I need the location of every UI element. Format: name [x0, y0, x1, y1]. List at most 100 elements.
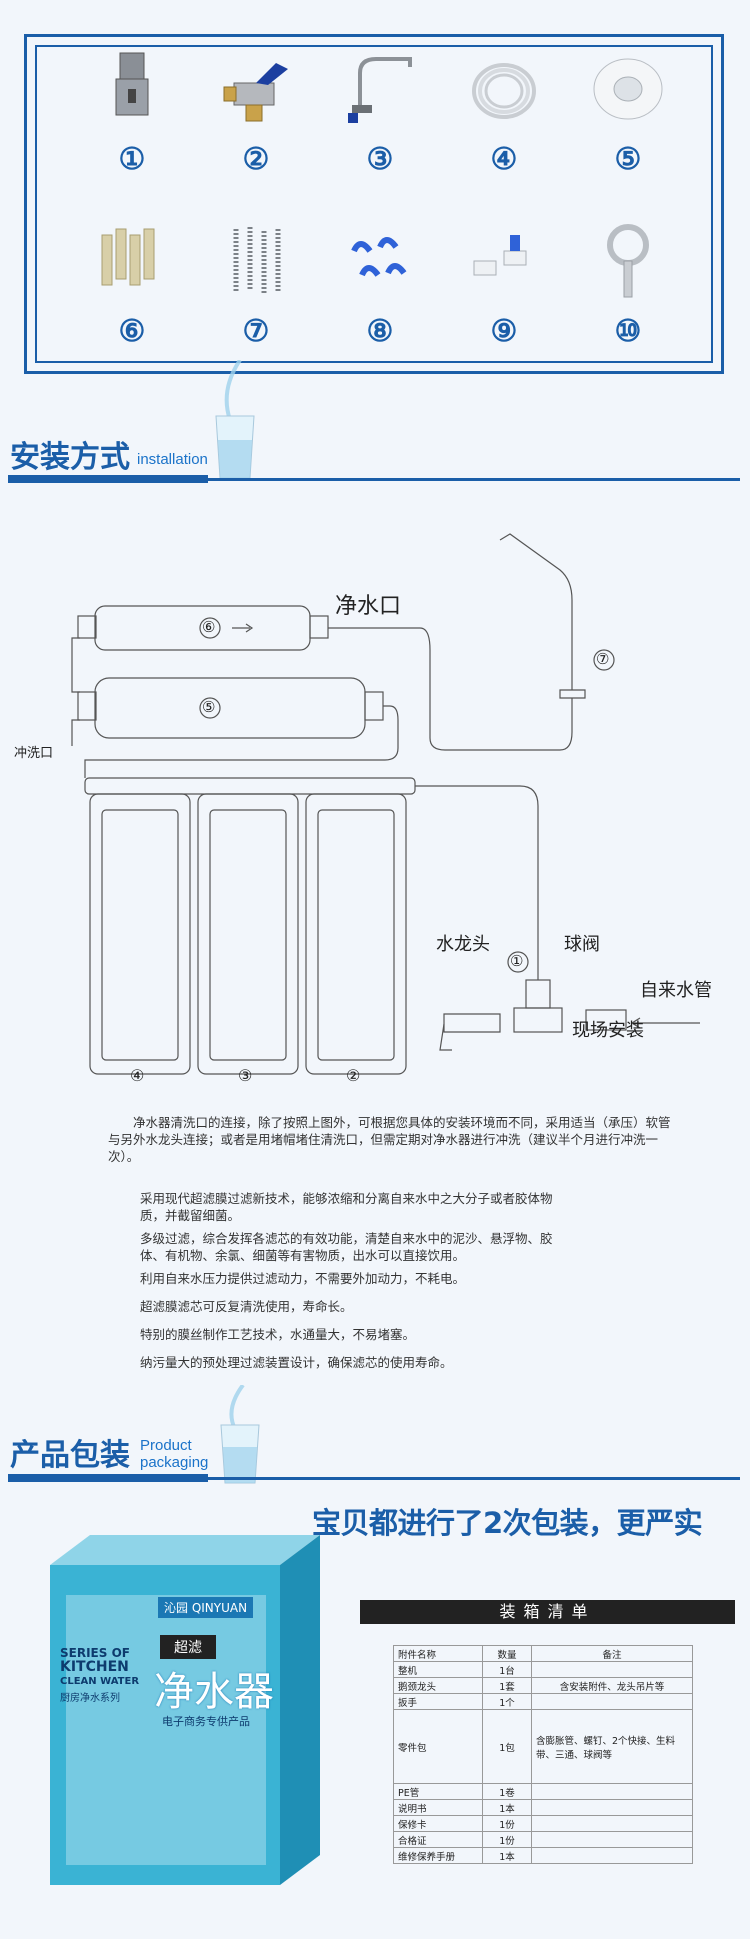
label-filter-3: ③: [238, 1066, 253, 1085]
faucet-base: [559, 689, 586, 699]
accessory-item: ⑤: [568, 40, 688, 190]
feature-item: 采用现代超滤膜过滤新技术，能够浓缩和分离自来水中之大分子或者胶体物质，并截留细菌…: [140, 1191, 553, 1223]
tee-connector: [513, 1007, 563, 1033]
water-faucet: [443, 1013, 501, 1033]
quick-connectors-icon: [473, 235, 527, 276]
cell-note: [531, 1831, 693, 1848]
section-divider: [8, 1477, 740, 1480]
accessory-number: ①: [118, 142, 146, 177]
packaging-subtitle-line1: Product: [140, 1437, 192, 1454]
label-valve-1: ①: [510, 952, 524, 970]
install-note: 净水器清洗口的连接，除了按照上图外，可根据您具体的安装环境而不同，采用适当（承压…: [108, 1115, 671, 1164]
tube-clips-icon: [351, 237, 407, 277]
cell-qty: 1份: [482, 1815, 532, 1832]
screws-icon: [233, 227, 281, 295]
cell-name: 维修保养手册: [393, 1847, 483, 1864]
label-filter-5: ⑤: [202, 698, 216, 716]
onsite-fitting: [585, 1009, 627, 1031]
pe-tube-coil-icon: [472, 63, 536, 119]
filter-cartridge-5: [94, 677, 366, 739]
accessory-number: ④: [490, 142, 518, 177]
cell-name: 整机: [393, 1661, 483, 1678]
label-faucet-7: ⑦: [596, 650, 610, 668]
accessory-item: ⑦: [196, 212, 316, 362]
label-flush-port: 冲洗口: [14, 746, 54, 761]
header-cell: 附件名称: [393, 1645, 483, 1662]
accessory-item: ⑨: [444, 212, 564, 362]
label-ball-valve: 球阀: [564, 934, 600, 955]
accessory-item: ②: [196, 40, 316, 190]
ball-valve-icon: [223, 63, 288, 122]
cell-note: [531, 1661, 693, 1678]
cell-note: [531, 1783, 693, 1800]
water-glass-icon: [220, 1385, 260, 1484]
cell-qty: 1本: [482, 1799, 532, 1816]
accessory-item: ⑧: [320, 212, 440, 362]
packing-list-title: 装箱清单: [360, 1600, 735, 1624]
accessory-item: ⑩: [568, 212, 688, 362]
gooseneck-faucet-icon: [348, 57, 412, 123]
accessories-panel: [24, 34, 724, 374]
cell-name: 合格证: [393, 1831, 483, 1848]
filter-housing-2: [305, 793, 407, 1075]
cell-qty: 1套: [482, 1677, 532, 1694]
label-filter-2: ②: [346, 1066, 361, 1085]
feature-item: 多级过滤，综合发挥各滤芯的有效功能，清楚自来水中的泥沙、悬浮物、胶体、有机物、余…: [140, 1231, 553, 1263]
feature-item: 特别的膜丝制作工艺技术，水通量大，不易堵塞。: [140, 1327, 416, 1342]
accessory-item: ⑥: [72, 212, 192, 362]
label-clean-outlet: 净水口: [335, 594, 402, 619]
product-box-image: 沁园 QINYUAN SERIES OF KITCHEN CLEAN WATER…: [50, 1535, 350, 1895]
box-series-en-1: SERIES OF: [60, 1646, 130, 1660]
cell-qty: 1台: [482, 1661, 532, 1678]
box-series-en-2: KITCHEN: [60, 1659, 129, 1675]
filter-housing-4: [89, 793, 191, 1075]
header-cell: 数量: [482, 1645, 532, 1662]
cell-name: 扳手: [393, 1693, 483, 1710]
label-faucet: 水龙头: [436, 934, 490, 955]
cell-note: 含膨胀管、螺钉、2个快接、生料带、三通、球阀等: [531, 1709, 693, 1784]
wall-plugs-icon: [101, 228, 155, 286]
packaging-section-title: 产品包装: [10, 1438, 130, 1473]
label-filter-4: ④: [130, 1066, 145, 1085]
ball-valve: [525, 979, 551, 1009]
cell-name: 说明书: [393, 1799, 483, 1816]
accessory-item: ①: [72, 40, 192, 190]
accessories-inner-frame: [35, 45, 713, 363]
cell-name: 保修卡: [393, 1815, 483, 1832]
filter-housing-3: [197, 793, 299, 1075]
cell-note: [531, 1815, 693, 1832]
installation-diagram: [71, 533, 700, 1075]
cell-name: PE管: [393, 1783, 483, 1800]
box-series-en-3: CLEAN WATER: [60, 1676, 140, 1687]
feature-item: 纳污量大的预处理过滤装置设计，确保滤芯的使用寿命。: [140, 1355, 453, 1370]
cell-name: 零件包: [393, 1709, 483, 1784]
accessory-number: ②: [242, 142, 270, 177]
water-glass-icon: [215, 360, 255, 479]
box-series-cn: 厨房净水系列: [60, 1693, 120, 1704]
label-onsite: 现场安装: [572, 1020, 644, 1041]
feature-item: 超滤膜滤芯可反复清洗使用，寿命长。: [140, 1299, 353, 1314]
accessory-number: ③: [366, 142, 394, 177]
cell-qty: 1份: [482, 1831, 532, 1848]
packaging-subtitle-line2: packaging: [140, 1454, 209, 1471]
packaging-headline: 宝贝都进行了2次包装，更严实: [312, 1506, 703, 1540]
filter-wrench-icon: [607, 224, 649, 298]
section-divider: [8, 478, 740, 481]
cell-qty: 1卷: [482, 1783, 532, 1800]
accessory-number: ⑦: [242, 314, 270, 349]
box-brand: 沁园 QINYUAN: [158, 1597, 254, 1618]
cell-qty: 1本: [482, 1847, 532, 1864]
gooseneck-faucet: [499, 533, 573, 690]
accessory-number: ⑤: [614, 142, 642, 177]
thread-seal-tape-icon: [593, 58, 663, 120]
hex-socket-adapter-icon: [115, 52, 149, 116]
label-tap-water: 自来水管: [640, 980, 712, 1001]
cell-name: 鹅颈龙头: [393, 1677, 483, 1694]
